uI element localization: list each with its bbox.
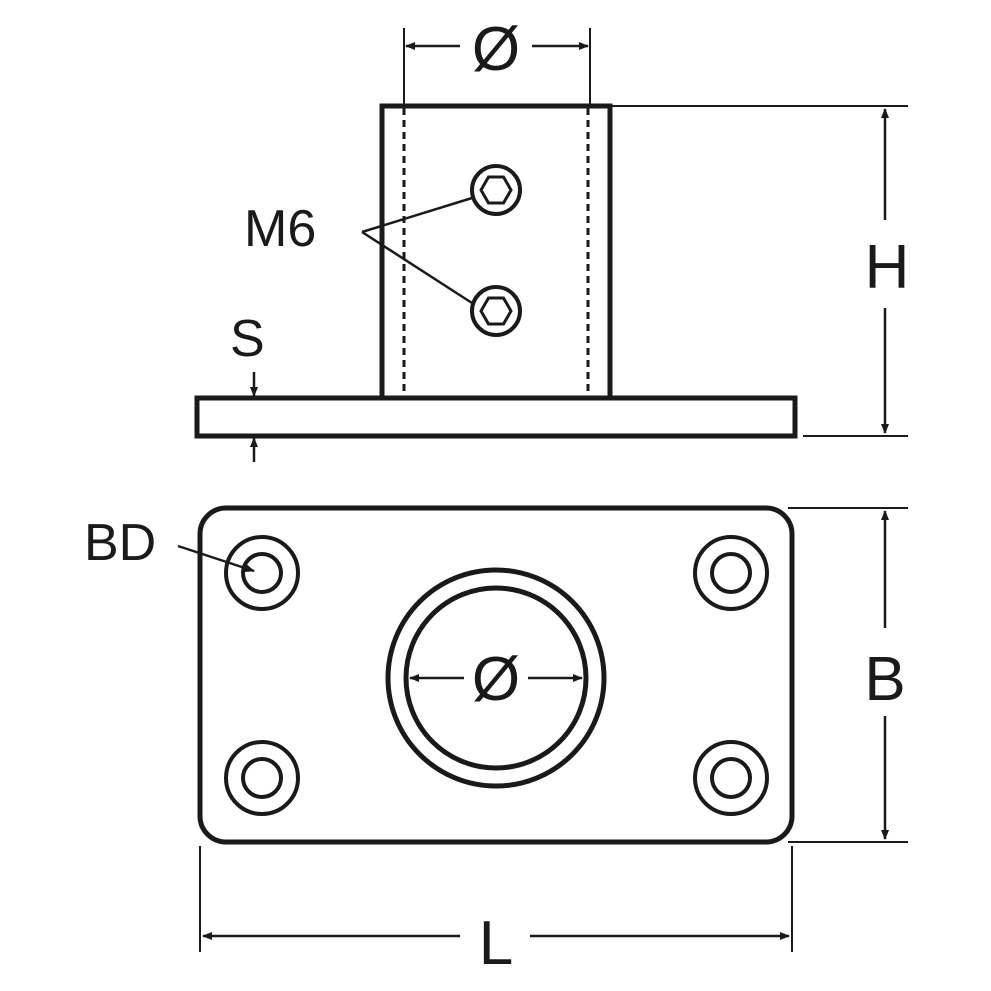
tube-outer-circle [385, 567, 607, 789]
screw-upper [470, 164, 522, 216]
bolt-hole-bottom-right [693, 740, 769, 816]
bolt-hole-top-left [224, 535, 300, 611]
bolt-hole-bottom-left [224, 740, 300, 816]
m6-leader-upper [361, 196, 473, 234]
diameter-side-label: Ø [472, 15, 520, 84]
thickness-label: S [230, 310, 265, 368]
bolt-hole-label: BD [84, 514, 156, 572]
bolt-hole-leader [177, 544, 255, 573]
screw-lower [470, 285, 522, 337]
top-view: Ø BD B L [84, 505, 908, 978]
length-label: L [479, 909, 513, 978]
tube-side [379, 103, 613, 401]
base-plate-side [194, 395, 798, 439]
tube-inner-circle [403, 585, 589, 771]
height-label: H [865, 233, 910, 302]
diameter-top-label: Ø [472, 645, 520, 714]
screw-label: M6 [244, 200, 316, 258]
m6-leader-lower [361, 230, 473, 305]
side-view: M6 Ø S H [194, 15, 910, 462]
width-label: B [864, 645, 905, 714]
base-plate-top [197, 505, 795, 845]
bolt-hole-top-right [693, 535, 769, 611]
